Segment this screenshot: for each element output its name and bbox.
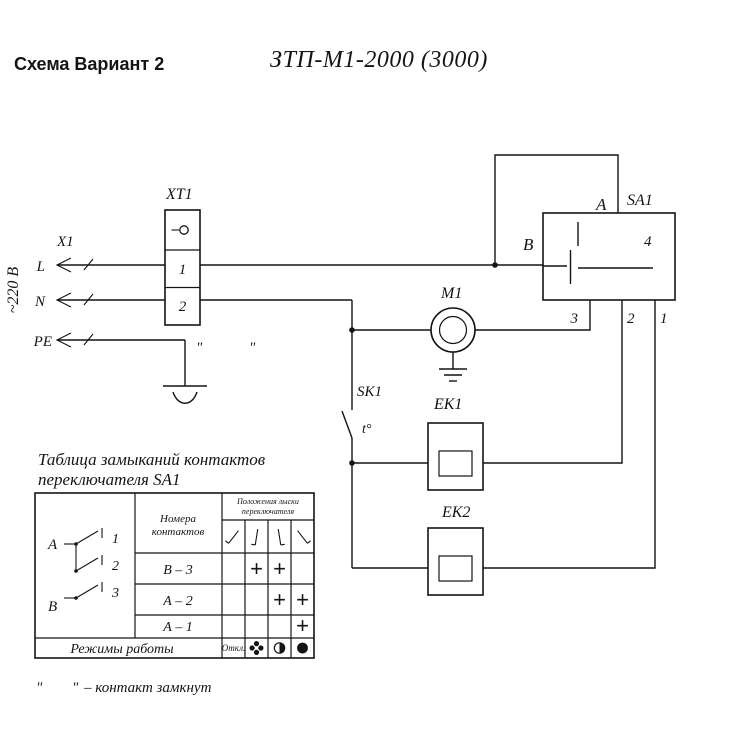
diagram-contact-1: 1 [112,532,119,547]
socket-pin-icon [179,225,189,235]
phase-label: L [36,259,45,275]
motor-label: М1 [440,285,462,302]
position-icon-2 [251,529,259,546]
closure-table-title: Таблица замыканий контактов переключател… [38,450,266,489]
sa1-terminal-1: 1 [660,311,668,327]
diagram-contact-2: 2 [112,559,119,574]
model-title: ЗТП-М1-2000 (3000) [270,47,488,73]
xt1-terminal-2: 2 [179,299,187,315]
neutral-arrow-icon [55,292,72,308]
neutral-label: N [34,294,46,310]
contacts-col-header-line2: контактов [152,526,205,538]
contacts-col-header-line1: Номера [159,513,196,525]
contact-diagram: А В 1 2 3 [47,528,119,615]
table-title-line1: Таблица замыканий контактов [38,450,266,469]
position-icon-4 [297,530,311,544]
junction-dots [349,262,498,466]
sk1-blade [341,410,353,439]
closure-cell: + [250,556,263,581]
terminal-block-xt1: 1 2 [164,209,201,326]
positions-col-header-line1: Положения лыски [236,497,299,506]
mode-fan-icon [249,641,264,656]
modes-row-label: Режимы работы [69,642,173,657]
ek1-label: ЕК1 [433,396,462,413]
sk1-label: SK1 [357,384,382,400]
heater-ek1 [427,422,484,491]
table-title-line2: переключателя SA1 [38,470,181,489]
position-icon-3 [277,529,285,546]
mode-full-power-icon [297,642,308,654]
closure-cell: + [273,587,286,612]
earth-symbols [163,340,467,404]
sa1-terminal-4: 4 [644,234,652,250]
tank-cup-icon [172,391,198,404]
ditto-mark-2: " [249,340,256,356]
xt1-label: XT1 [165,186,193,203]
closure-cell: + [296,587,309,612]
closure-cell: + [273,556,286,581]
sa1-terminal-2: 2 [627,311,635,327]
ditto-mark-1: " [196,340,203,356]
earth-arrow-icon [55,332,72,348]
heater-ek2 [427,527,484,596]
diagram-contact-3: 3 [111,586,119,601]
position-icon-1 [225,530,239,544]
earth-label: PE [33,334,52,350]
row-label-a2: А – 2 [162,594,193,609]
footnote-mark-close: " [72,680,79,696]
schematic-labels: XT1 X1 ~220 В L N PE " " М1 SK1 t° ЕК1 Е… [5,186,668,521]
voltage-label: ~220 В [5,267,22,314]
ek2-label: ЕК2 [441,504,470,521]
diagram-pole-a: А [47,537,58,553]
footnote-text: – контакт замкнут [83,680,212,696]
selector-switch-sa1 [542,212,676,301]
xt1-terminal-1: 1 [179,262,187,278]
mode-off-label: Откл. [222,643,246,653]
row-label-b3: В – 3 [163,563,193,578]
circuit-wires [341,154,656,569]
sa1-label: SA1 [627,192,653,209]
sa1-terminal-3: 3 [570,311,579,327]
thermal-symbol: t° [362,422,372,437]
footnote: " " – контакт замкнут [36,680,212,696]
x1-label: X1 [56,234,74,250]
scheme-variant-title: Схема Вариант 2 [14,54,165,74]
motor-m1 [430,307,476,353]
phase-arrow-icon [55,257,72,273]
closure-marks: + + + + + [250,556,309,638]
mode-half-power-icon [273,642,286,654]
footnote-mark-open: " [36,680,43,696]
supply-wires [55,257,543,348]
closure-table: А В 1 2 3 Номера контактов Положения лыс… [34,492,315,659]
diagram-pole-b: В [48,599,57,615]
sa1-pole-a: А [595,195,607,214]
row-label-a1: А – 1 [162,620,193,635]
sa1-pole-b: В [523,235,534,254]
closure-cell: + [296,613,309,638]
positions-col-header-line2: переключателя [242,507,294,516]
